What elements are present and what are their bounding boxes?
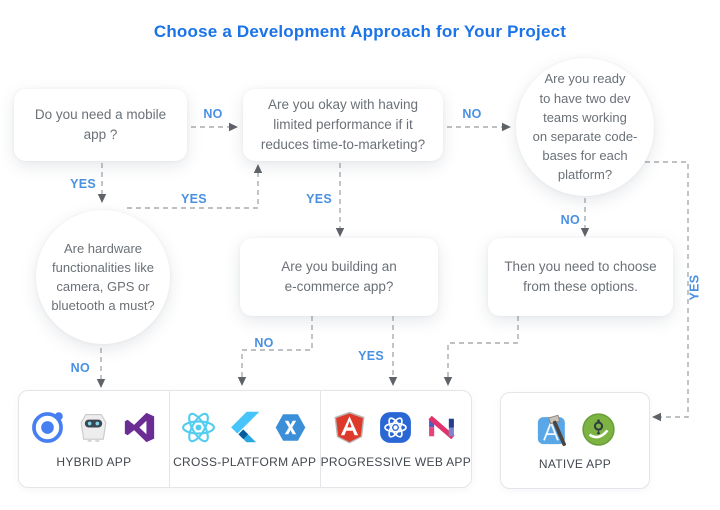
arrowhead-right [502,122,511,132]
edge-label-ecommerce-yes: YES [358,349,384,363]
flutter-icon [231,411,260,443]
arrowhead-up [253,164,263,173]
option-label-pwa: PROGRESSIVE WEB APP [320,455,472,469]
cordova-icon [80,414,107,442]
pwa-icon-row [331,409,460,446]
edge-label-mobile-yes: YES [70,177,96,191]
edge-label-hardware-no: NO [70,361,90,375]
option-label-cross-platform: CROSS-PLATFORM APP [173,455,317,469]
edge-hardware-yes-line [127,173,259,209]
arrowhead-down [580,228,590,237]
decision-hardware-functionalities: Are hardware functionalities like camera… [36,210,170,344]
page-title: Choose a Development Approach for Your P… [153,22,567,41]
hybrid-icon-row [29,409,158,446]
decision-limited-performance: Are you okay with having limited perform… [243,89,443,161]
edge-label-performance-yes: YES [306,192,332,206]
edge-label-ecommerce-no: NO [254,336,274,350]
cross-platform-icon-row [180,409,309,446]
angular-icon [334,411,365,444]
react-icon [182,412,216,443]
arrowhead-right [229,122,238,132]
arrowhead-down [97,194,107,203]
polymer-icon [428,415,455,440]
arrowhead-down [443,377,453,386]
option-label-native: NATIVE APP [538,456,612,471]
arrowhead-left [652,412,661,422]
arrowhead-down [388,377,398,386]
decision-two-dev-teams: Are you ready to have two dev teams work… [516,58,654,196]
option-cross-platform-app: CROSS-PLATFORM APP [168,391,320,487]
arrowhead-down [237,377,247,386]
edge-label-performance-no: NO [462,107,482,121]
arrowhead-down [96,379,106,388]
xamarin-icon [275,414,306,441]
option-native-app: NATIVE APP [500,392,650,489]
options-strip: HYBRID APP [18,390,472,488]
edge-label-hardware-yes: YES [181,192,207,206]
xcode-icon [537,414,566,446]
decision-mobile-app: Do you need a mobile app ? [14,89,187,161]
statement-choose-options: Then you need to choose from these optio… [488,238,673,316]
ionic-icon [32,412,64,443]
edge-label-twoteams-yes: YES [687,274,702,301]
react-native-icon [380,412,412,443]
edge-choose-out-line [447,316,519,377]
option-label-hybrid: HYBRID APP [56,455,132,469]
android-studio-icon [581,412,615,446]
edge-ecommerce-no-line [241,316,313,377]
edge-twoteams-yes-line [645,161,689,418]
arrowhead-down [335,228,345,237]
visual-studio-icon [125,412,155,443]
decision-ecommerce-app: Are you building an e-commerce app? [240,238,438,316]
native-icon-row [534,411,617,448]
option-progressive-web-app: PROGRESSIVE WEB APP [319,391,472,487]
edge-label-mobile-no: NO [203,107,223,121]
edge-label-twoteams-no: NO [560,213,580,227]
option-hybrid-app: HYBRID APP [19,391,169,487]
